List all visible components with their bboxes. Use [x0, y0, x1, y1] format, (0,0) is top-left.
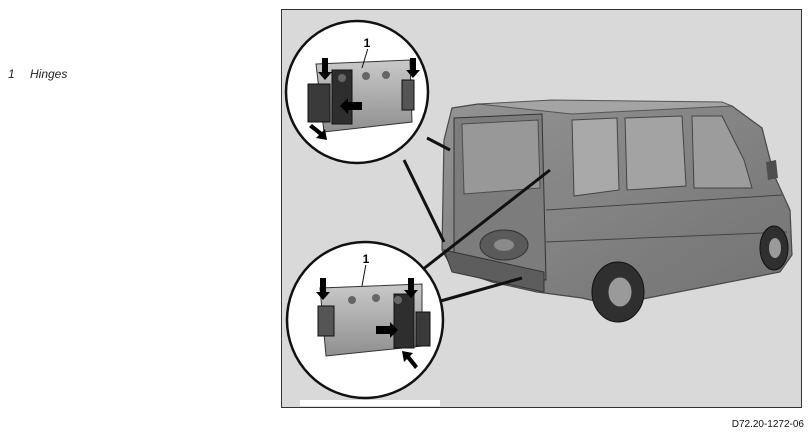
- hinge-detail-lower: 1: [285, 240, 445, 400]
- legend-text: Hinges: [30, 67, 68, 81]
- bottom-marker: [300, 400, 440, 406]
- callout-upper: 1: [364, 36, 371, 50]
- legend: 1 Hinges: [8, 67, 67, 81]
- figure-code: D72.20-1272-06: [731, 419, 804, 430]
- leader-lines: [402, 136, 551, 304]
- callout-lower: 1: [363, 252, 370, 266]
- van-illustration: 1 1: [284, 19, 793, 406]
- illustration-frame: 1 1: [281, 9, 802, 408]
- legend-number: 1: [8, 67, 15, 81]
- van: [441, 99, 793, 323]
- hinge-detail-upper: 1: [284, 19, 430, 165]
